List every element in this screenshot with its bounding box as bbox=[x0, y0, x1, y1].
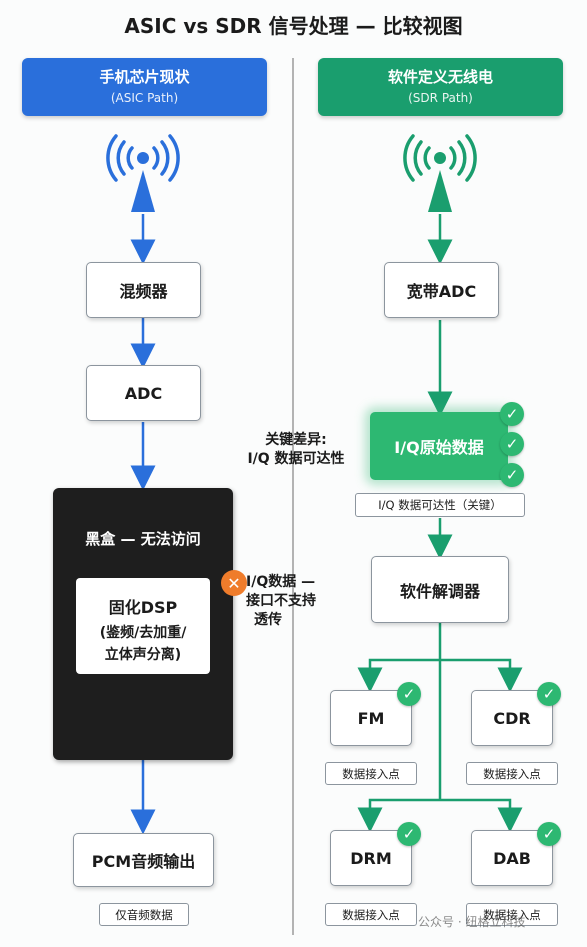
blocked-note: I/Q数据 — 接口不支持 透传 bbox=[246, 573, 346, 630]
antenna-icon-left bbox=[106, 134, 180, 212]
asic-header-subtitle: (ASIC Path) bbox=[110, 91, 179, 105]
page-title: ASIC vs SDR 信号处理 — 比较视图 bbox=[124, 14, 463, 38]
access-point-tag: 数据接入点 bbox=[325, 903, 417, 926]
black-box-title: 黑盒 — 无法访问 bbox=[85, 530, 201, 548]
check-icon: ✓ bbox=[397, 682, 421, 706]
dsp-detail-2: 立体声分离) bbox=[104, 647, 182, 663]
iq-raw-data-label: I/Q原始数据 bbox=[394, 438, 484, 457]
sdr-header: 软件定义无线电 (SDR Path) bbox=[318, 58, 563, 116]
access-point-tag: 数据接入点 bbox=[325, 762, 417, 785]
blocked-line2: 接口不支持 bbox=[246, 593, 316, 609]
access-point-tag: 数据接入点 bbox=[466, 762, 558, 785]
blocked-line1: I/Q数据 — bbox=[246, 574, 316, 590]
iq-access-tag: I/Q 数据可达性（关键） bbox=[355, 493, 525, 517]
check-icon: ✓ bbox=[500, 463, 524, 487]
check-icon: ✓ bbox=[537, 822, 561, 846]
black-box: 黑盒 — 无法访问 固化DSP (鉴频/去加重/ 立体声分离) bbox=[53, 488, 233, 760]
check-icon: ✓ bbox=[397, 822, 421, 846]
sdr-header-subtitle: (SDR Path) bbox=[408, 91, 473, 105]
dsp-detail-1: (鉴频/去加重/ bbox=[99, 625, 187, 641]
asic-header: 手机芯片现状 (ASIC Path) bbox=[22, 58, 267, 116]
adc-box-left: ADC bbox=[86, 365, 201, 421]
check-icon: ✓ bbox=[537, 682, 561, 706]
check-icon: ✓ bbox=[500, 432, 524, 456]
blocked-icon: ✕ bbox=[221, 570, 247, 596]
check-glyph: ✓ bbox=[542, 825, 556, 843]
dsp-title: 固化DSP bbox=[108, 598, 178, 617]
blocked-line3: 透传 bbox=[254, 612, 282, 628]
check-glyph: ✓ bbox=[505, 435, 519, 453]
wideband-adc-box: 宽带ADC bbox=[384, 262, 499, 318]
check-icon: ✓ bbox=[500, 402, 524, 426]
check-glyph: ✓ bbox=[542, 685, 556, 703]
asic-header-title: 手机芯片现状 bbox=[99, 68, 190, 86]
software-demodulator-box: 软件解调器 bbox=[371, 556, 509, 623]
mixer-box: 混频器 bbox=[86, 262, 201, 318]
blocked-glyph: ✕ bbox=[227, 573, 241, 593]
check-glyph: ✓ bbox=[402, 685, 416, 703]
key-difference-line1: 关键差异: bbox=[265, 432, 327, 448]
pcm-output-box: PCM音频输出 bbox=[73, 833, 214, 887]
iq-raw-data-box: I/Q原始数据 bbox=[370, 412, 508, 480]
dsp-box: 固化DSP (鉴频/去加重/ 立体声分离) bbox=[76, 578, 210, 674]
key-difference-line2: I/Q 数据可达性 bbox=[247, 451, 345, 467]
access-point-tag: 数据接入点 bbox=[466, 903, 558, 926]
output-box-cdr: CDR bbox=[471, 690, 553, 746]
key-difference-note: 关键差异: I/Q 数据可达性 bbox=[238, 431, 354, 469]
check-glyph: ✓ bbox=[505, 466, 519, 484]
check-glyph: ✓ bbox=[505, 405, 519, 423]
antenna-icon-right bbox=[403, 134, 477, 212]
check-glyph: ✓ bbox=[402, 825, 416, 843]
sdr-header-title: 软件定义无线电 bbox=[387, 68, 493, 86]
pcm-tag: 仅音频数据 bbox=[99, 903, 189, 926]
watermark: 公众号 · 纽格立科技 bbox=[418, 915, 526, 929]
